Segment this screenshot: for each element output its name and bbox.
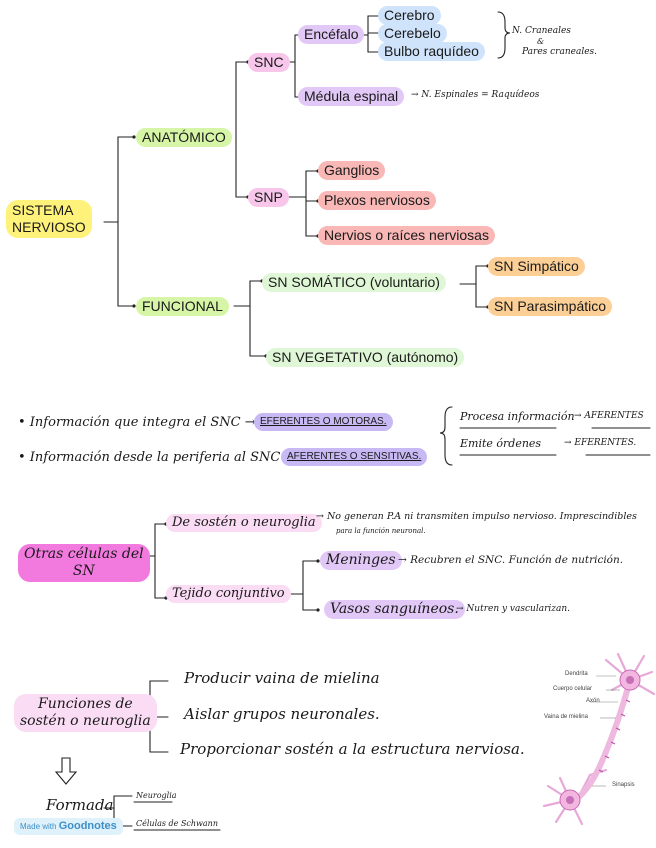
neuron-label-axon: Axón [586, 698, 600, 704]
info-line-2-text: • Información desde la periferia al SNC … [18, 450, 296, 465]
info-line-2-highlight: AFERENTES O SENSITIVAS. [281, 448, 428, 466]
node-tejido: Tejido conjuntivo [166, 585, 291, 603]
neuron-label-cuerpo: Cuerpo celular [553, 686, 593, 692]
goodnotes-badge: Made with Goodnotes [14, 818, 123, 836]
cells-title-line-2: SN [72, 562, 95, 579]
vasos-note: → Nutren y vascularizan. [456, 604, 571, 614]
node-snp: SNP [248, 188, 289, 207]
cells-title: Otras células del SN [18, 544, 150, 582]
node-bulbo: Bulbo raquídeo [378, 42, 485, 61]
node-snc: SNC [248, 53, 290, 72]
sosten-note-2: para la función neuronal. [336, 527, 426, 535]
cells-title-line-1: Otras células del [24, 546, 144, 562]
neuron-label-sinapsis: Sinapsis [612, 782, 635, 788]
funciones-title-line-1: Funciones de [38, 696, 133, 712]
node-vasos: Vasos sanguíneos. [324, 600, 465, 619]
info-right-2a: Emite órdenes [460, 437, 542, 450]
formada-label: Formada [46, 796, 114, 814]
info-right-1b: → AFERENTES [574, 411, 644, 421]
node-somatico: SN SOMÁTICO (voluntario) [262, 273, 446, 292]
funciones-item-3: Proporcionar sostén a la estructura nerv… [180, 740, 525, 758]
root-line-2: NERVIOSO [12, 218, 86, 235]
formada-item-1: Neuroglia [136, 791, 177, 800]
node-funcional: FUNCIONAL [136, 297, 229, 316]
node-nervios: Nervios o raíces nerviosas [318, 226, 495, 245]
node-vegetativo: SN VEGETATIVO (autónomo) [266, 348, 465, 367]
formada-item-2: Células de Schwann [136, 819, 218, 828]
node-medula: Médula espinal [298, 87, 405, 106]
note-n-craneales: N. Craneales [512, 26, 571, 36]
node-cerebro: Cerebro [378, 6, 441, 25]
neuron-label-vaina: Vaina de mielina [544, 714, 588, 720]
node-encefalo: Encéfalo [298, 25, 365, 44]
node-plexos: Plexos nerviosos [318, 191, 436, 210]
note-medula: → N. Espinales = Raquídeos [411, 90, 540, 100]
node-cerebelo: Cerebelo [378, 24, 447, 43]
node-meninges: Meninges [320, 551, 402, 570]
funciones-title: Funciones de sostén o neuroglia [14, 694, 157, 732]
info-right-2b: → EFERENTES. [564, 438, 637, 448]
badge-brand: Goodnotes [58, 820, 117, 832]
funciones-title-line-2: sostén o neuroglia [20, 712, 151, 729]
node-parasimpatico: SN Parasimpático [488, 297, 613, 316]
note-pares-craneales: Pares craneales. [522, 47, 598, 57]
node-sosten: De sostén o neuroglia [166, 514, 322, 532]
node-ganglios: Ganglios [318, 161, 386, 180]
root-line-1: SISTEMA [12, 202, 74, 218]
root-node: SISTEMA NERVIOSO [6, 200, 92, 238]
node-anatomico: ANATÓMICO [136, 128, 232, 147]
node-simpatico: SN Simpático [488, 257, 585, 276]
neuron-label-dendrita: Dendrita [565, 671, 588, 677]
badge-prefix: Made with [20, 822, 57, 831]
funciones-item-1: Producir vaina de mielina [184, 669, 380, 687]
sosten-note-1: → No generan P.A ni transmiten impulso n… [316, 511, 637, 522]
meninges-note: → Recubren el SNC. Función de nutrición. [398, 554, 624, 566]
info-line-1-text: • Información que integra el SNC → [18, 415, 256, 430]
info-line-1-highlight: EFERENTES O MOTORAS. [254, 413, 393, 431]
funciones-item-2: Aislar grupos neuronales. [184, 705, 380, 723]
info-right-1a: Procesa información [460, 410, 575, 423]
note-amp: & [537, 37, 545, 46]
